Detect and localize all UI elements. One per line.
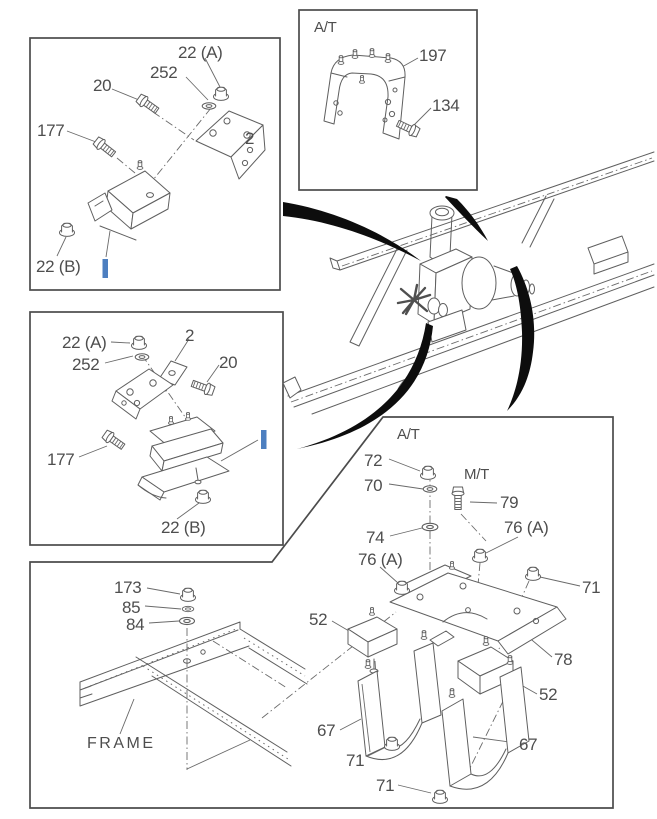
panel-borders xyxy=(29,9,614,809)
arc-left-lower xyxy=(297,323,433,449)
callout-76a-left: 76 (A) xyxy=(358,550,403,569)
washer-84-icon xyxy=(178,616,196,626)
nut-76a-right-icon xyxy=(472,548,488,563)
nut-173-icon xyxy=(180,587,196,602)
callout-52-left: 52 xyxy=(309,610,328,629)
variant-label-mt: M/T xyxy=(464,466,489,483)
nut-22a-icon xyxy=(213,86,229,101)
callout-252-mid-left: 252 xyxy=(72,355,100,374)
callout-52-right: 52 xyxy=(539,685,558,704)
nut-71-bottom-icon xyxy=(432,789,448,804)
fan-star xyxy=(396,283,432,316)
nut-71-mid-icon xyxy=(384,736,400,751)
highlight-tick[interactable] xyxy=(102,259,109,278)
bolt-20-icon xyxy=(134,92,162,117)
arc-right-lower xyxy=(507,266,535,411)
panel-mid-left-art xyxy=(78,335,267,520)
arrow-arcs xyxy=(283,196,535,449)
callout-71-right: 71 xyxy=(582,578,601,597)
callout-79: 79 xyxy=(500,493,519,512)
callout-71-bottom: 71 xyxy=(376,776,395,795)
panel-top-left-art xyxy=(56,57,266,278)
callout-22a-top-left: 22 (A) xyxy=(178,43,223,62)
panel-top-middle-art xyxy=(323,48,432,140)
callout-72: 72 xyxy=(364,451,383,470)
variant-label-at-right: A/T xyxy=(397,426,420,443)
callout-76a-right: 76 (A) xyxy=(504,518,549,537)
highlight-tick[interactable] xyxy=(261,430,267,449)
callout-67-left: 67 xyxy=(317,721,336,740)
bolt-79-icon xyxy=(451,486,465,510)
washer-252-icon xyxy=(201,102,217,110)
callout-197: 197 xyxy=(419,46,447,65)
callout-22b-top-left: 22 (B) xyxy=(36,257,81,276)
panel-right-art xyxy=(261,458,581,804)
callout-78: 78 xyxy=(554,650,573,669)
arc-left-upper xyxy=(283,202,421,261)
washer-252-icon xyxy=(134,353,150,361)
callout-173: 173 xyxy=(114,578,142,597)
callout-20-mid-left: 20 xyxy=(219,353,238,372)
washer-70-icon xyxy=(422,485,438,493)
callout-252-top-left: 252 xyxy=(150,63,178,82)
nut-22b-icon xyxy=(59,222,75,237)
callout-22b-mid-left: 22 (B) xyxy=(161,518,206,537)
bolt-20-icon xyxy=(189,377,217,398)
panel-bottom-left-art xyxy=(79,587,308,770)
washer-85-icon xyxy=(181,605,195,613)
callout-74: 74 xyxy=(366,528,385,547)
callout-85: 85 xyxy=(122,598,141,617)
callout-2-top-left: 2 xyxy=(245,129,255,148)
nut-76a-left-icon xyxy=(394,580,410,595)
chassis-illustration xyxy=(282,151,655,415)
callout-67-right: 67 xyxy=(519,735,538,754)
nut-71-right-icon xyxy=(525,566,541,581)
callout-71-mid: 71 xyxy=(346,751,365,770)
arc-right-upper xyxy=(445,196,488,241)
nut-22b-icon xyxy=(195,489,211,504)
callout-20-top-left: 20 xyxy=(93,76,112,95)
bolt-177-icon xyxy=(100,428,128,453)
callout-70: 70 xyxy=(364,476,383,495)
washer-74-icon xyxy=(421,522,439,532)
frame-label: FRAME xyxy=(87,735,156,752)
callout-134: 134 xyxy=(432,96,460,115)
callout-84: 84 xyxy=(126,615,145,634)
nut-22a-icon xyxy=(131,335,147,350)
nut-72-icon xyxy=(420,465,436,480)
callout-2-mid-left: 2 xyxy=(185,326,195,345)
callout-177-top-left: 177 xyxy=(37,121,65,140)
callout-177-mid-left: 177 xyxy=(47,450,75,469)
bolt-177-icon xyxy=(91,135,118,160)
variant-label-at: A/T xyxy=(314,19,337,36)
callout-22a-mid-left: 22 (A) xyxy=(62,333,107,352)
